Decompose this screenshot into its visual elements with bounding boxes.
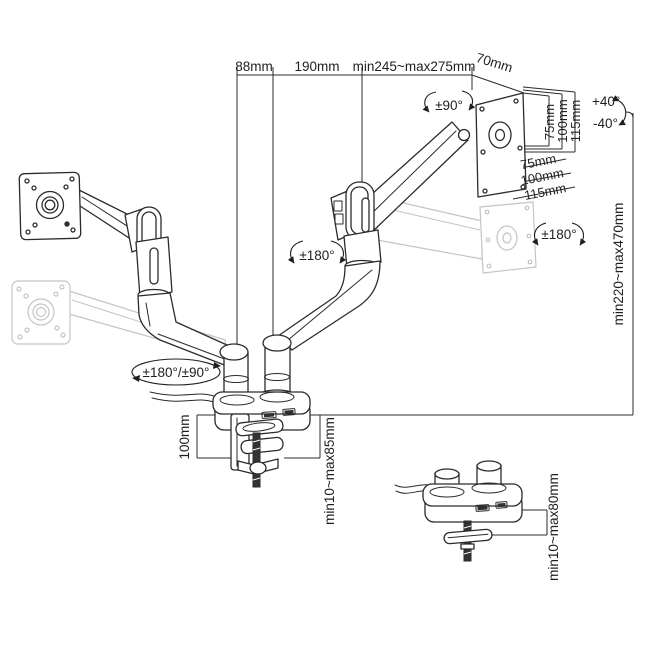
monitor-arm-assembly — [18, 92, 527, 488]
plate-joint — [457, 128, 471, 142]
clamp-desk-thickness-label: min10~max85mm — [322, 417, 337, 525]
desk-clamp[interactable] — [230, 413, 284, 488]
plate-screw-dot — [64, 221, 70, 227]
ghost-left-vesa-plate — [11, 280, 71, 345]
base-rotation-ellipse — [131, 358, 221, 386]
labels: 88mm 190mm min245~max275mm 70mm ±90° 75m… — [143, 50, 626, 581]
usb-port[interactable] — [261, 411, 277, 419]
rotation-arcs — [131, 90, 627, 386]
vesa-vertical-75-label: 75mm — [542, 104, 557, 140]
tilt-down-label: -40° — [593, 116, 618, 131]
usb-port[interactable] — [475, 504, 490, 512]
vesa-vertical-100-label: 100mm — [555, 99, 570, 142]
base-rotation-label: ±180°/±90° — [143, 365, 210, 380]
left-lower-arm — [137, 292, 239, 369]
grommet-screw[interactable] — [443, 520, 493, 562]
right-upper-arm — [351, 121, 471, 233]
ghost-right-vesa-plate — [479, 201, 537, 274]
grommet-base — [422, 482, 523, 523]
vesa-horizontal-75-label: 75mm — [519, 151, 557, 173]
dim-label-190mm: 190mm — [294, 59, 339, 74]
right-vesa-plate — [475, 92, 527, 198]
clamp-wing-nut[interactable] — [237, 458, 279, 475]
clamp-screw[interactable] — [252, 432, 261, 488]
dim-label-88mm: 88mm — [235, 59, 273, 74]
grommet-mount-detail — [394, 460, 523, 562]
base-cable — [149, 391, 215, 403]
tilt-up-label: +40° — [592, 94, 620, 109]
rotation-label-head-swivel: ±90° — [435, 98, 463, 113]
left-vesa-plate — [18, 171, 82, 241]
dim-label-70mm: 70mm — [474, 50, 514, 75]
right-pivot-head — [330, 181, 382, 273]
left-pivot-head — [124, 206, 173, 302]
vesa-vertical-115-label: 115mm — [568, 100, 583, 142]
right-lower-arm — [277, 260, 381, 351]
clamp-height-label: 100mm — [177, 414, 192, 459]
desk-clamp-base — [212, 391, 311, 431]
usb-port[interactable] — [282, 408, 296, 416]
grommet-desk-thickness-label: min10~max80mm — [546, 473, 561, 581]
usb-port[interactable] — [495, 501, 508, 509]
arm-rotation-label: ±180° — [299, 248, 334, 263]
plate-rotation-label: ±180° — [541, 227, 576, 242]
height-range-label: min220~max470mm — [611, 203, 626, 326]
dim-label-extension-range: min245~max275mm — [353, 59, 476, 74]
